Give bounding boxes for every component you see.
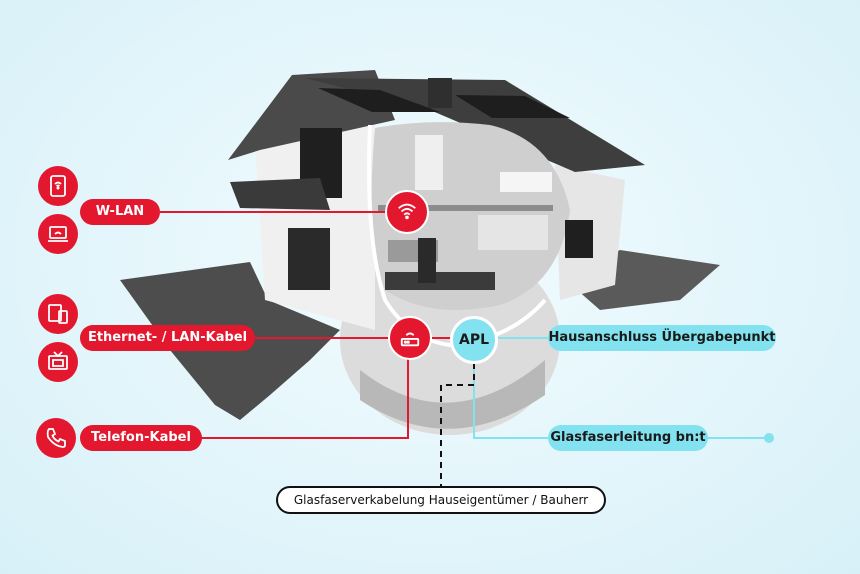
telefon-line [200, 352, 409, 439]
telefon-label: Telefon-Kabel [80, 425, 202, 451]
glasfaserleitung-line [473, 363, 550, 439]
hausanschluss-label: Hausanschluss Übergabepunkt [548, 325, 776, 351]
glasfaserleitung-endpoint [764, 433, 774, 443]
chimney [428, 78, 452, 108]
wifi-badge [385, 190, 429, 234]
interior-kitchen [478, 215, 548, 250]
window-lower [288, 228, 330, 290]
router-badge [388, 316, 432, 360]
interior-floor-divider [378, 205, 553, 211]
glasfaserleitung-label: Glasfaserleitung bn:t [548, 425, 708, 451]
solar-panel-right [455, 95, 570, 118]
phone-icon [36, 418, 76, 458]
apl-badge: APL [450, 316, 498, 364]
wifi-icon [398, 203, 416, 220]
wlan-label: W-LAN [80, 199, 160, 225]
router-icon [400, 332, 420, 347]
interior-stove [418, 238, 436, 283]
solar-panel-left [318, 88, 440, 112]
house-front-wall [255, 115, 375, 330]
glasfaserverkabelung-label: Glasfaserverkabelung Hauseigentümer / Ba… [276, 486, 606, 514]
tv-icon [38, 342, 78, 382]
ethernet-label: Ethernet- / LAN-Kabel [80, 325, 255, 351]
window-right [565, 220, 593, 258]
smartphone-wifi-icon [38, 166, 78, 206]
laptop-wifi-icon [38, 214, 78, 254]
basement-floor [360, 360, 545, 429]
interior-dark-floor [385, 272, 495, 290]
glasfaserverkabelung-dashed-line [440, 363, 475, 488]
devices-icon [38, 294, 78, 334]
interior-bed [500, 172, 552, 192]
interior-cabinet [415, 135, 443, 190]
balcony [230, 178, 330, 210]
